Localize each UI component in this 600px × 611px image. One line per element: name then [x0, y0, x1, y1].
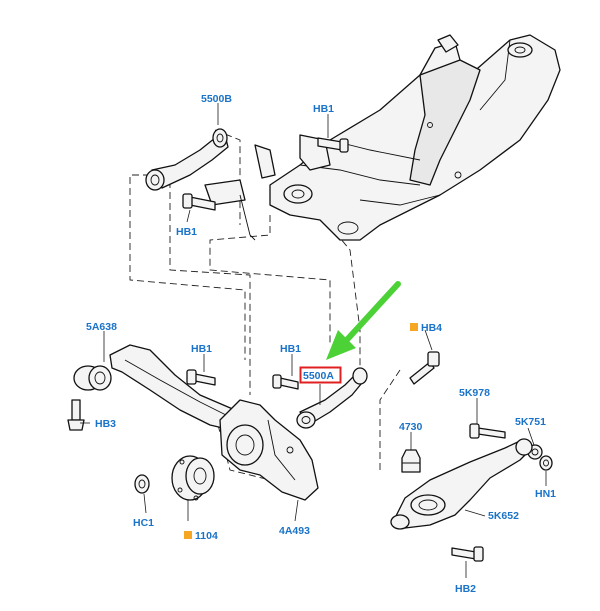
bolt-hb1-left	[182, 193, 216, 211]
label-hb4: HB4	[421, 322, 442, 334]
lower-arm-5k652	[390, 438, 533, 530]
bolt-hb3	[67, 399, 85, 431]
marker-1104	[184, 531, 192, 539]
rear-subframe	[204, 34, 561, 241]
label-4a493: 4A493	[279, 525, 310, 537]
label-hc1: HC1	[133, 517, 154, 529]
label-5k978: 5K978	[459, 387, 490, 399]
highlight-arrow	[326, 281, 401, 360]
bolt-hb1-mid	[186, 369, 216, 386]
leader-lines	[80, 103, 547, 578]
bolt-hb4	[409, 351, 440, 385]
label-5k751: 5K751	[515, 416, 546, 428]
knuckle-4a493	[219, 399, 319, 501]
bolt-hb2	[451, 546, 484, 562]
bolt-hb1-right	[272, 374, 299, 390]
upper-arm-5500a	[296, 367, 368, 429]
label-5500a: 5500A	[303, 370, 334, 382]
cap-hc1	[134, 474, 150, 494]
label-4730: 4730	[399, 421, 423, 433]
label-hn1: HN1	[535, 488, 556, 500]
bump-stop-4730	[401, 449, 421, 473]
nut-hn1	[539, 455, 553, 471]
label-hb2: HB2	[455, 583, 476, 595]
label-1104: 1104	[195, 530, 218, 542]
label-hb3: HB3	[95, 418, 116, 430]
label-hb1-left: HB1	[176, 226, 197, 238]
label-hb1-top: HB1	[313, 103, 334, 115]
label-5500b: 5500B	[201, 93, 232, 105]
label-hb1-right: HB1	[280, 343, 301, 355]
hub-1104	[171, 455, 215, 501]
label-5a638: 5A638	[86, 321, 117, 333]
label-hb1-mid: HB1	[191, 343, 212, 355]
label-5k652: 5K652	[488, 510, 519, 522]
marker-hb4	[410, 323, 418, 331]
highlight-box	[299, 366, 342, 384]
upper-arm-5500b	[145, 128, 229, 191]
bolt-5k978	[469, 423, 506, 439]
bolt-hb1-top	[317, 137, 349, 153]
